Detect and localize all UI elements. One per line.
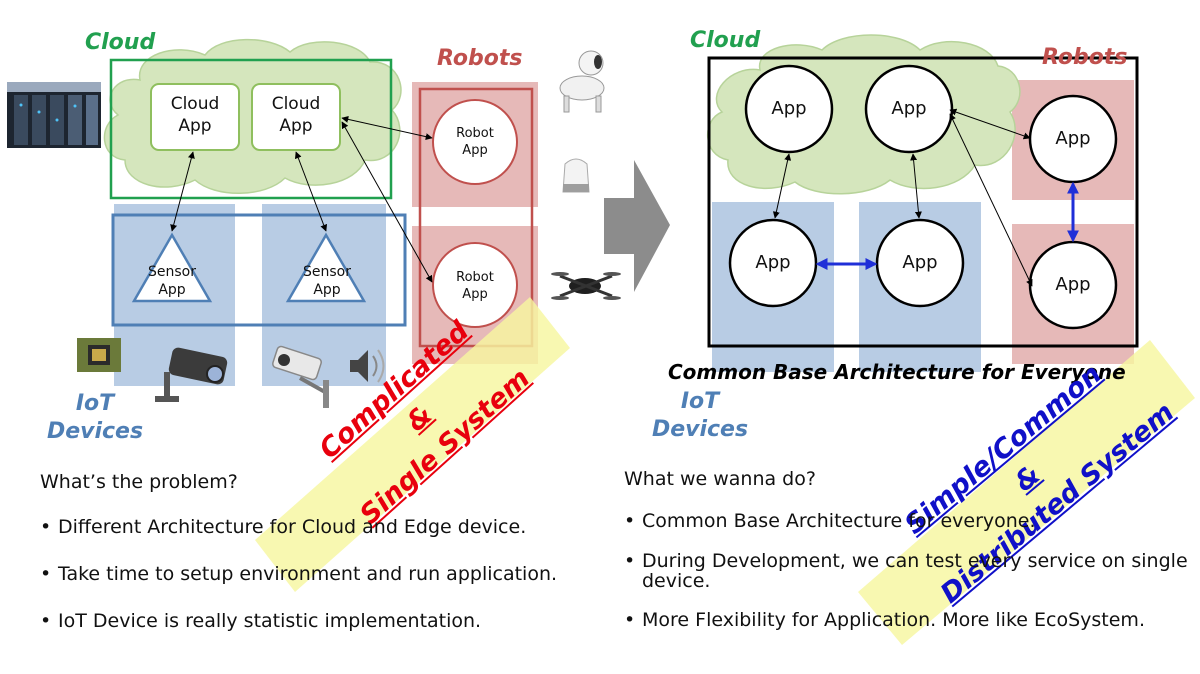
robot-app-label-2-line2: App <box>462 287 488 302</box>
app-label-iot-1: App <box>755 252 791 273</box>
cloud-app-label-2-line2: App <box>279 116 313 136</box>
problem-item: IoT Device is really statistic implement… <box>40 610 615 633</box>
arrow-cloudapp2-sensor2 <box>294 151 328 232</box>
security-camera-illustration-1 <box>155 347 228 402</box>
robot-app-circle-2 <box>432 242 518 328</box>
app-label-robot-2: App <box>1055 274 1091 295</box>
transition-arrow <box>604 160 670 292</box>
sensor-app-triangle-1 <box>131 232 213 303</box>
drone-illustration <box>551 272 621 300</box>
robot-app-label-1-line1: Robot <box>456 126 494 141</box>
goal-item: Common Base Architecture for everyone. <box>624 510 1192 533</box>
iot-title-left: IoT Devices <box>40 390 150 446</box>
robot-app-label-1-line2: App <box>462 143 488 158</box>
iot-title-right: IoT Devices <box>645 388 755 444</box>
iot-title-right-line1: IoT <box>680 389 720 414</box>
sensor-app-label-2-line2: App <box>313 282 341 298</box>
arrow-cloudapp1-sensor1 <box>170 151 195 232</box>
robot-app-circle-1 <box>432 99 518 185</box>
problem-list: Different Architecture for Cloud and Edg… <box>40 516 615 633</box>
app-label-robot-1: App <box>1055 128 1091 149</box>
cloud-app-label-1: Cloud App <box>151 93 239 137</box>
cloud-app-label-1-line1: Cloud <box>170 94 220 114</box>
sensor-app-label-1: Sensor App <box>132 263 212 299</box>
smart-speaker-illustration <box>562 158 590 193</box>
robot-app-label-2: Robot App <box>433 269 517 303</box>
cloud-app-label-1-line2: App <box>178 116 212 136</box>
arrow-app-cloud2-robot2 <box>949 113 1033 287</box>
app-circle-cloud-1 <box>744 64 834 154</box>
app-label-cloud-2: App <box>891 98 927 119</box>
sensor-app-label-2: Sensor App <box>287 263 367 299</box>
cloud-app-label-2: Cloud App <box>252 93 340 137</box>
arrow-app-cloud1-iot1 <box>772 153 792 219</box>
app-label-cloud-1: App <box>771 98 807 119</box>
iot-title-right-line2: Devices <box>651 417 749 442</box>
sensor-app-label-1-line2: App <box>158 282 186 298</box>
server-rack-illustration <box>7 82 101 148</box>
goal-item: More Flexibility for Application. More l… <box>624 609 1192 632</box>
iot-title-line1: IoT <box>75 391 115 416</box>
goal-list: Common Base Architecture for everyone. D… <box>624 510 1192 632</box>
cloud-app-box-1 <box>150 83 240 151</box>
cloud-title-right: Cloud <box>690 28 761 53</box>
problem-heading: What’s the problem? <box>40 471 238 493</box>
app-label-iot-2: App <box>902 252 938 273</box>
arrow-app-cloud2-iot2 <box>910 153 922 219</box>
goal-heading: What we wanna do? <box>624 468 816 490</box>
speaker-icon <box>350 349 385 383</box>
cloud-title-left: Cloud <box>85 30 156 55</box>
robots-title-left: Robots <box>437 46 523 71</box>
robots-title-right: Robots <box>1042 45 1128 70</box>
sensor-app-label-1-line1: Sensor <box>148 264 196 280</box>
common-base-frame <box>707 56 1139 348</box>
goal-item: During Development, we can test every se… <box>624 551 1192 591</box>
robot-app-label-2-line1: Robot <box>456 270 494 285</box>
cloud-app-box-2 <box>251 83 341 151</box>
problem-item: Take time to setup environment and run a… <box>40 563 615 586</box>
cloud-app-label-2-line1: Cloud <box>271 94 321 114</box>
robot-app-label-1: Robot App <box>433 125 517 159</box>
chip-illustration <box>77 338 121 372</box>
problem-item: Different Architecture for Cloud and Edg… <box>40 516 615 539</box>
iot-title-line2: Devices <box>46 419 144 444</box>
arrow-cloudapp2-robot2 <box>341 121 433 283</box>
robot-dog-illustration <box>559 50 605 113</box>
sensor-app-label-2-line1: Sensor <box>303 264 351 280</box>
common-architecture-caption: Common Base Architecture for Everyone <box>668 360 1126 384</box>
security-camera-illustration-2 <box>272 345 329 408</box>
